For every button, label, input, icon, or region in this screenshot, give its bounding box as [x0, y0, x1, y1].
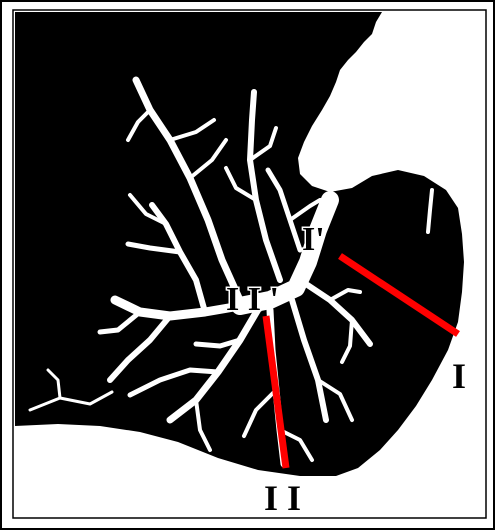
label-section-1-end: I [452, 356, 466, 396]
label-section-2-start: I I ' [226, 281, 279, 318]
label-section-2-end: I I [264, 478, 301, 518]
label-section-1-start: I' [302, 221, 325, 258]
section-line-1 [338, 253, 460, 337]
section-line-2 [262, 315, 290, 469]
